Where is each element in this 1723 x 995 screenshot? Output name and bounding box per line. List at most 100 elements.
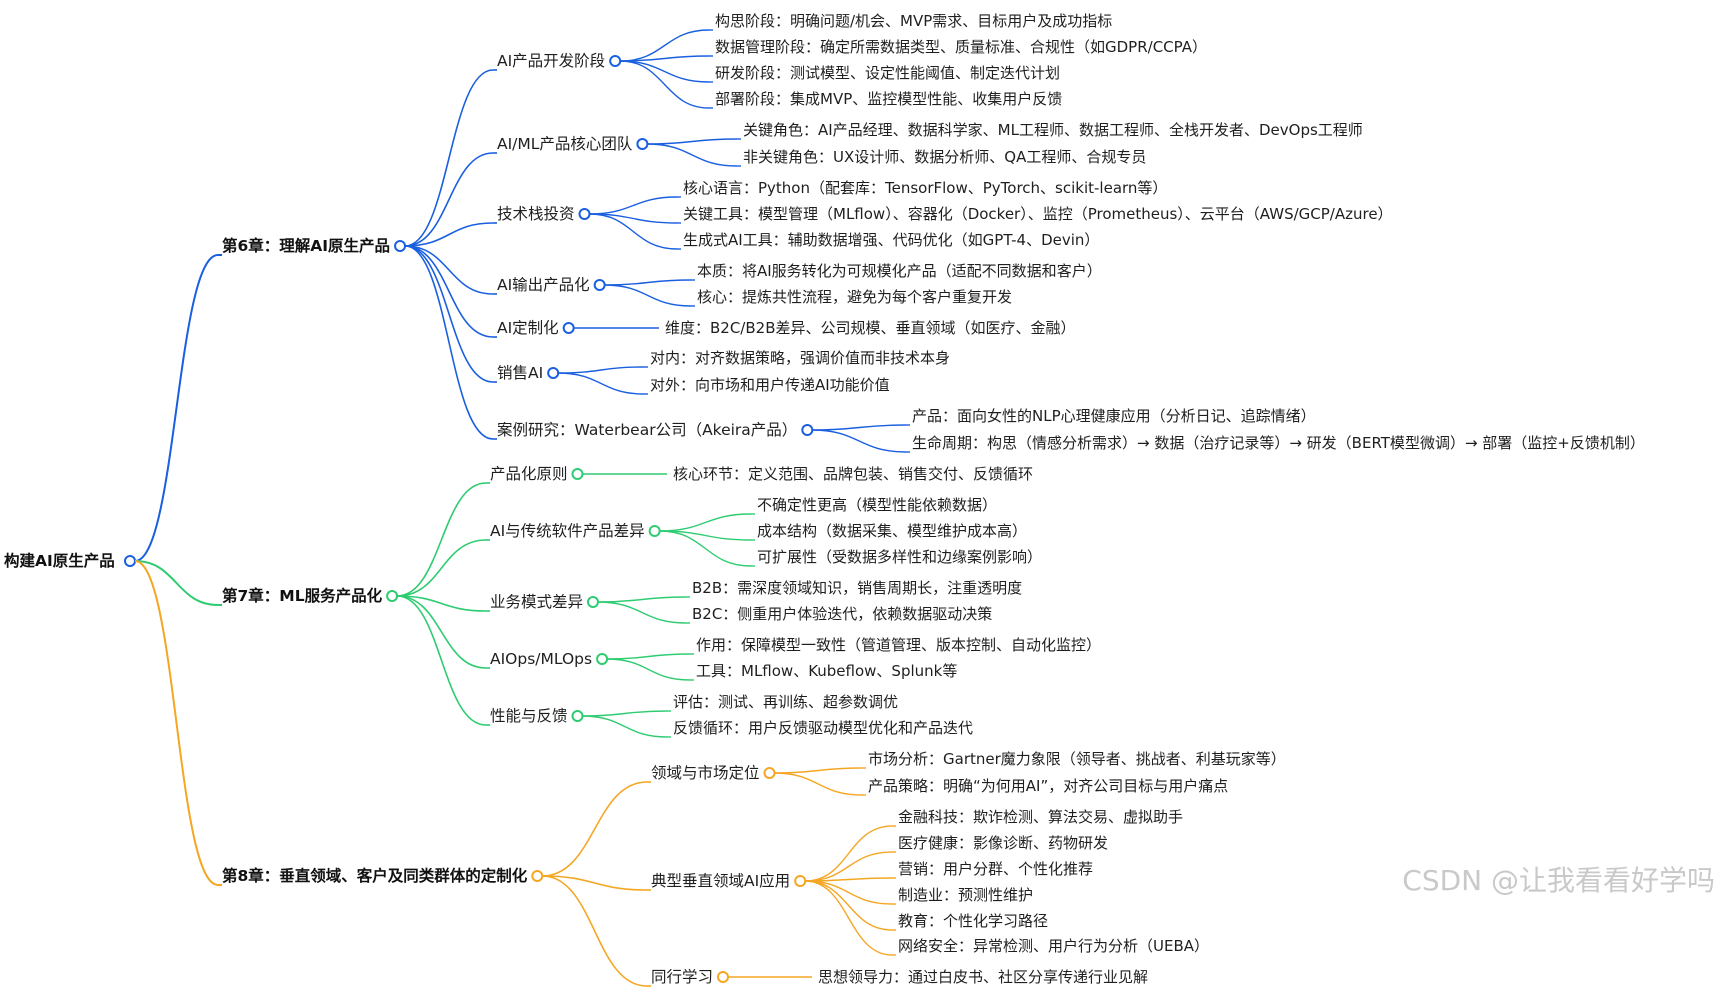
leaf-connector xyxy=(589,213,678,250)
chapter-collapse-dot[interactable] xyxy=(531,870,544,882)
leaf-node: 核心环节：定义范围、品牌包装、销售交付、反馈循环 xyxy=(673,465,1034,483)
leaf-node: 评估：测试、再训练、超参数调优 xyxy=(673,693,899,711)
leaf-connector xyxy=(659,530,752,541)
section-node: 技术栈投资 xyxy=(497,205,575,223)
section-connector xyxy=(397,482,487,597)
section-node: 业务模式差异 xyxy=(490,593,584,611)
leaf-connector xyxy=(805,825,893,882)
section-collapse-dot[interactable] xyxy=(593,279,606,291)
section-connector xyxy=(404,245,494,440)
section-collapse-dot[interactable] xyxy=(648,525,661,537)
section-collapse-dot[interactable] xyxy=(587,596,600,608)
leaf-node: 工具：MLflow、Kubeflow、Splunk等 xyxy=(696,662,958,680)
section-collapse-dot[interactable] xyxy=(717,971,730,983)
chapter-connector xyxy=(134,560,219,606)
leaf-node: 对内：对齐数据策略，强调价值而非技术本身 xyxy=(650,349,951,367)
section-connector xyxy=(397,539,487,597)
leaf-connector xyxy=(659,513,752,532)
leaf-connector xyxy=(774,767,863,774)
section-connector xyxy=(405,222,494,247)
leaf-connector xyxy=(589,213,678,224)
section-node: AI定制化 xyxy=(497,319,559,337)
leaf-connector xyxy=(589,196,678,215)
section-connector xyxy=(542,875,648,987)
section-node: 案例研究：Waterbear公司（Akeira产品） xyxy=(497,421,798,439)
leaf-connector xyxy=(812,429,907,453)
section-node: AI输出产品化 xyxy=(497,276,590,294)
section-collapse-dot[interactable] xyxy=(571,468,584,480)
leaf-node: 关键工具：模型管理（MLflow）、容器化（Docker）、监控（Prometh… xyxy=(683,205,1393,223)
leaf-connector xyxy=(805,877,893,882)
leaf-connector xyxy=(805,851,893,882)
leaf-connector xyxy=(620,60,710,83)
chapter-node: 第7章：ML服务产品化 xyxy=(222,587,383,605)
section-collapse-dot[interactable] xyxy=(578,208,591,220)
leaf-node: 数据管理阶段：确定所需数据类型、质量标准、合规性（如GDPR/CCPA） xyxy=(715,38,1207,56)
chapter-node: 第8章：垂直领域、客户及同类群体的定制化 xyxy=(222,867,528,885)
section-collapse-dot[interactable] xyxy=(801,424,814,436)
chapter-node: 第6章：理解AI原生产品 xyxy=(222,237,391,255)
section-connector xyxy=(405,245,494,383)
leaf-connector xyxy=(597,601,687,624)
section-collapse-dot[interactable] xyxy=(636,138,649,150)
section-connector xyxy=(404,69,494,247)
leaf-connector xyxy=(647,138,738,145)
leaf-node: 医疗健康：影像诊断、药物研发 xyxy=(898,834,1109,852)
section-node: AI产品开发阶段 xyxy=(497,52,606,70)
section-collapse-dot[interactable] xyxy=(794,875,807,887)
leaf-connector xyxy=(620,29,710,62)
section-collapse-dot[interactable] xyxy=(609,55,622,67)
section-collapse-dot[interactable] xyxy=(547,367,560,379)
leaf-connector xyxy=(558,372,645,395)
section-connector xyxy=(397,595,487,669)
root-collapse-dot[interactable] xyxy=(124,555,136,567)
leaf-node: 对外：向市场和用户传递AI功能价值 xyxy=(650,376,890,394)
leaf-node: 市场分析：Gartner魔力象限（领导者、挑战者、利基玩家等） xyxy=(868,750,1286,768)
leaf-node: 关键角色：AI产品经理、数据科学家、ML工程师、数据工程师、全栈开发者、DevO… xyxy=(743,121,1363,139)
chapter-connector xyxy=(134,254,219,562)
leaf-connector xyxy=(774,772,863,796)
chapter-connector xyxy=(134,560,219,886)
section-node: 产品化原则 xyxy=(490,465,568,483)
section-node: 领域与市场定位 xyxy=(651,764,760,782)
leaf-connector xyxy=(604,284,692,307)
leaf-node: 作用：保障模型一致性（管道管理、版本控制、自动化监控） xyxy=(696,636,1102,654)
leaf-connector xyxy=(582,710,668,717)
leaf-node: B2B：需深度领域知识，销售周期长，注重透明度 xyxy=(692,579,1023,597)
section-connector xyxy=(397,595,487,612)
section-connector xyxy=(542,875,648,891)
leaf-node: 网络安全：异常检测、用户行为分析（UEBA） xyxy=(898,937,1210,955)
leaf-node: 可扩展性（受数据多样性和边缘案例影响） xyxy=(757,548,1043,566)
section-collapse-dot[interactable] xyxy=(763,767,776,779)
leaf-connector xyxy=(812,424,907,431)
section-node: 性能与反馈 xyxy=(490,707,568,725)
leaf-connector xyxy=(597,596,687,603)
leaf-node: 思想领导力：通过白皮书、社区分享传递行业见解 xyxy=(818,968,1149,986)
leaf-connector xyxy=(805,880,893,956)
leaf-node: 维度：B2C/B2B差异、公司规模、垂直领域（如医疗、金融） xyxy=(665,319,1076,337)
leaf-node: 核心：提炼共性流程，避免为每个客户重复开发 xyxy=(697,288,1013,306)
leaf-connector xyxy=(558,366,645,374)
chapter-collapse-dot[interactable] xyxy=(394,240,407,252)
leaf-node: 核心语言：Python（配套库：TensorFlow、PyTorch、sciki… xyxy=(683,179,1168,197)
section-connector xyxy=(405,245,494,338)
watermark: CSDN @让我看看好学吗 xyxy=(1402,864,1715,897)
root-node: 构建AI原生产品 xyxy=(4,552,115,570)
leaf-node: 生命周期：构思（情感分析需求）→ 数据（治疗记录等）→ 研发（BERT模型微调）… xyxy=(912,434,1645,452)
section-node: AI与传统软件产品差异 xyxy=(490,522,645,540)
section-collapse-dot[interactable] xyxy=(596,653,609,665)
leaf-node: 反馈循环：用户反馈驱动模型优化和产品迭代 xyxy=(673,719,974,737)
leaf-connector xyxy=(607,653,691,660)
leaf-node: 成本结构（数据采集、模型维护成本高） xyxy=(757,522,1028,540)
chapter-collapse-dot[interactable] xyxy=(386,590,399,602)
section-collapse-dot[interactable] xyxy=(562,322,575,334)
leaf-connector xyxy=(647,143,738,167)
section-connector xyxy=(405,245,494,295)
leaf-node: 构思阶段：明确问题/机会、MVP需求、目标用户及成功指标 xyxy=(715,12,1113,30)
leaf-node: 非关键角色：UX设计师、数据分析师、QA工程师、合规专员 xyxy=(743,148,1147,166)
leaf-connector xyxy=(607,658,691,681)
section-connector xyxy=(405,152,494,247)
section-connector xyxy=(542,781,648,877)
section-collapse-dot[interactable] xyxy=(571,710,584,722)
